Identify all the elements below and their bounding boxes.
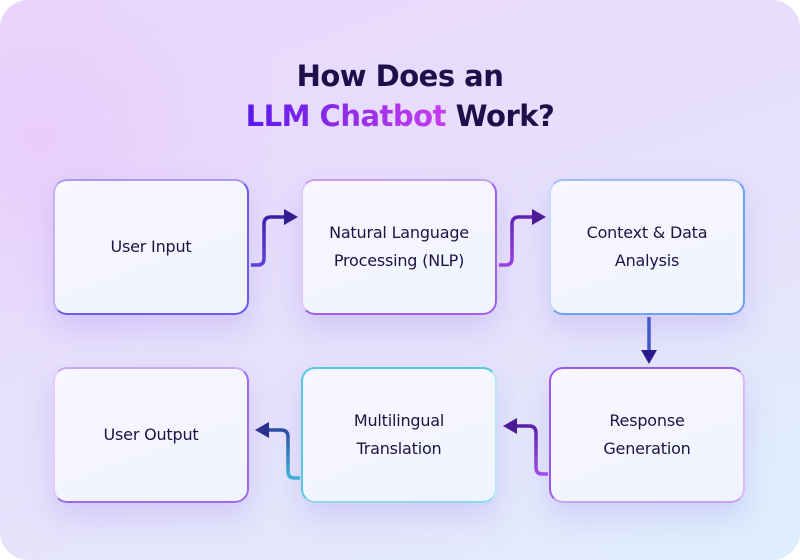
- step-user-output: User Output: [53, 367, 249, 503]
- step-response-generation: Response Generation: [549, 367, 745, 503]
- title-line-1: How Does an: [296, 59, 504, 93]
- title-line-2: LLM Chatbot Work?: [0, 96, 800, 136]
- step-label: Response Generation: [603, 411, 691, 458]
- step-user-input: User Input: [53, 179, 249, 315]
- title-rest: Work?: [445, 99, 555, 133]
- arrow-context-to-response: [641, 317, 657, 364]
- step-label: Natural Language Processing (NLP): [329, 223, 469, 270]
- step-label: User Output: [103, 425, 199, 444]
- arrow-response-to-translation: [503, 418, 548, 476]
- title-accent: LLM Chatbot: [245, 99, 447, 133]
- step-context-analysis: Context & Data Analysis: [549, 179, 745, 315]
- arrow-nlp-to-context: [499, 209, 546, 267]
- step-label: Multilingual Translation: [353, 411, 445, 458]
- arrow-translation-to-output: [255, 422, 300, 480]
- step-nlp: Natural Language Processing (NLP): [301, 179, 497, 315]
- diagram-title: How Does an LLM Chatbot Work?: [0, 56, 800, 136]
- step-label: Context & Data Analysis: [586, 223, 708, 270]
- step-label: User Input: [110, 237, 192, 256]
- step-multilingual-translation: Multilingual Translation: [301, 367, 497, 503]
- arrow-input-to-nlp: [251, 209, 298, 267]
